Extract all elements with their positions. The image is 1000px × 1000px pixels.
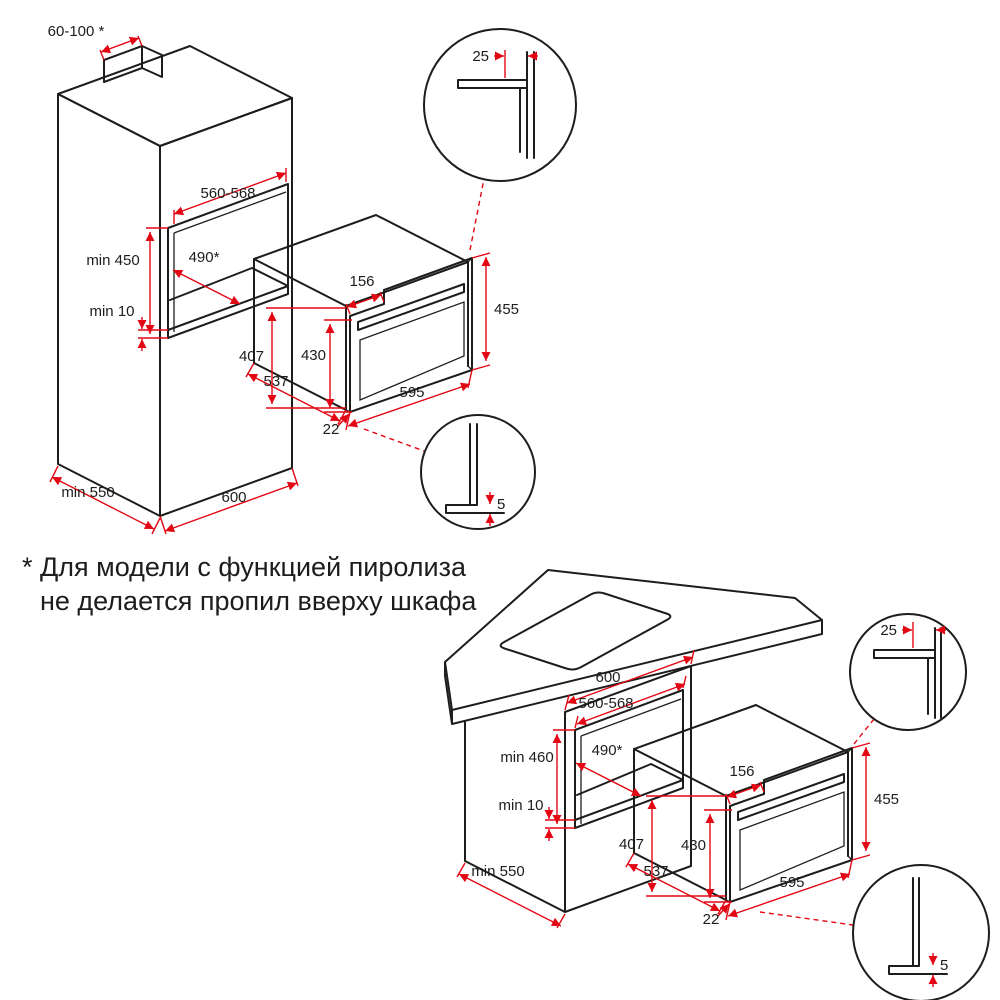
dim-label-oven-depth: 537: [643, 863, 668, 880]
oven-handle: [737, 773, 845, 821]
detail-panel-lines: [873, 627, 942, 719]
detail-circle-bottom-gap: 5: [420, 414, 536, 530]
niche-panel-thickness: [580, 698, 682, 824]
cabinet-top-face: [57, 45, 293, 147]
dim-arrow-niche-width: [576, 682, 686, 726]
dim-label-niche-depth: 490*: [189, 249, 220, 266]
niche-shelf: [574, 763, 684, 821]
tall-cabinet: [57, 45, 293, 517]
bottom-dimension-lines: [456, 649, 875, 929]
countertop-top-face: [444, 569, 823, 711]
dim-label-oven-step: 156: [349, 273, 374, 290]
dim-arrow-oven-frame: [717, 903, 730, 917]
hob-cutout: [499, 591, 672, 671]
oven-door-glass: [359, 301, 465, 401]
oven-handle: [357, 283, 465, 331]
detail-panel-lines: [457, 51, 535, 159]
bottom-dimension-labels: 600 560-568 min 460 490* min 10 min 550 …: [471, 669, 899, 928]
top-cutout-notch: [103, 45, 163, 83]
dim-arrow-oven-width: [347, 382, 471, 428]
note-line-2: не делается пропил вверху шкафа: [40, 586, 477, 616]
note-line-1: * Для модели с функцией пиролиза: [22, 552, 467, 582]
dim-label-detail-overlap: 25: [880, 622, 897, 639]
detail-circle-outline: [852, 864, 990, 1000]
dim-label-top-cutout: 60-100 *: [48, 23, 105, 40]
dim-arrow-oven-step: [726, 783, 762, 799]
dim-label-niche-width: 560-568: [200, 185, 255, 202]
oven-casing-top-face: [633, 704, 849, 797]
dim-label-oven-frame: 22: [323, 421, 340, 438]
dim-label-oven-height: 455: [494, 301, 519, 318]
pyrolysis-note: * Для модели с функцией пиролиза не дела…: [22, 552, 477, 616]
dim-label-bottom-gap: min 10: [89, 303, 134, 320]
detail-circle-top-overlap: 25: [423, 28, 577, 182]
dim-arrow-oven-width: [727, 872, 851, 918]
dim-label-detail-gap: 5: [497, 496, 505, 513]
dim-label-oven-door-height: 430: [681, 837, 706, 854]
dim-label-niche-height: min 450: [86, 252, 139, 269]
dim-label-cabinet-depth: min 550: [61, 484, 114, 501]
top-installation-diagram: 60-100 * 560-568 min 450 490* min 10 min…: [48, 23, 577, 535]
dim-label-oven-frame: 22: [703, 911, 720, 928]
detail-circle-bottom-gap: 5: [852, 864, 990, 1000]
dim-label-bottom-gap: min 10: [498, 797, 543, 814]
cabinet-front-face: [159, 97, 293, 517]
dim-label-oven-step: 156: [729, 763, 754, 780]
detail-leader-top: [469, 178, 485, 251]
dim-label-oven-door-height: 430: [301, 347, 326, 364]
detail-circle-top-overlap: 25: [849, 613, 967, 731]
detail-panel-lines: [445, 423, 505, 514]
niche-opening: [167, 183, 289, 339]
dim-label-niche-depth: 490*: [592, 742, 623, 759]
countertop-thickness: [444, 619, 823, 725]
detail-circle-outline: [420, 414, 536, 530]
dim-label-oven-width: 595: [779, 874, 804, 891]
dim-label-niche-height: min 460: [500, 749, 553, 766]
dim-label-detail-gap: 5: [940, 957, 948, 974]
bottom-installation-diagram: 600 560-568 min 460 490* min 10 min 550 …: [444, 569, 990, 1000]
detail-leader-bottom: [759, 911, 854, 926]
dim-label-cabinet-width: 600: [595, 669, 620, 686]
top-dimension-labels: 60-100 * 560-568 min 450 490* min 10 min…: [48, 23, 519, 506]
oven-door-glass: [739, 791, 845, 891]
dim-label-oven-body-height: 407: [239, 348, 264, 365]
dim-label-niche-width: 560-568: [578, 695, 633, 712]
dim-label-cabinet-width: 600: [221, 489, 246, 506]
dim-arrow-oven-depth: [247, 373, 341, 422]
dim-label-oven-height: 455: [874, 791, 899, 808]
countertop: [444, 569, 823, 725]
dim-arrow-oven-depth: [627, 863, 721, 912]
dim-arrow-cabinet-depth: [458, 873, 562, 927]
top-dimension-lines: [49, 35, 491, 535]
dim-arrow-oven-step: [346, 293, 382, 309]
detail-circle-outline: [423, 28, 577, 182]
dim-arrow-niche-depth: [172, 269, 241, 305]
dim-label-oven-width: 595: [399, 384, 424, 401]
dim-arrow-top-cutout: [100, 36, 140, 54]
dim-label-oven-depth: 537: [263, 373, 288, 390]
dim-arrow-oven-frame: [337, 413, 350, 427]
dim-arrow-cabinet-depth: [51, 476, 155, 530]
dim-label-cabinet-depth: min 550: [471, 863, 524, 880]
detail-circle-outline: [849, 613, 967, 731]
dim-label-detail-overlap: 25: [472, 48, 489, 65]
dim-arrow-niche-depth: [575, 762, 642, 797]
detail-leader-bottom: [363, 428, 425, 452]
dim-arrow-cabinet-width: [164, 481, 298, 533]
detail-panel-lines: [888, 877, 948, 975]
dim-label-oven-body-height: 407: [619, 836, 644, 853]
detail-leader-top: [853, 718, 875, 745]
oven-casing-top-face: [253, 214, 469, 307]
dim-arrow-niche-width: [173, 171, 287, 216]
